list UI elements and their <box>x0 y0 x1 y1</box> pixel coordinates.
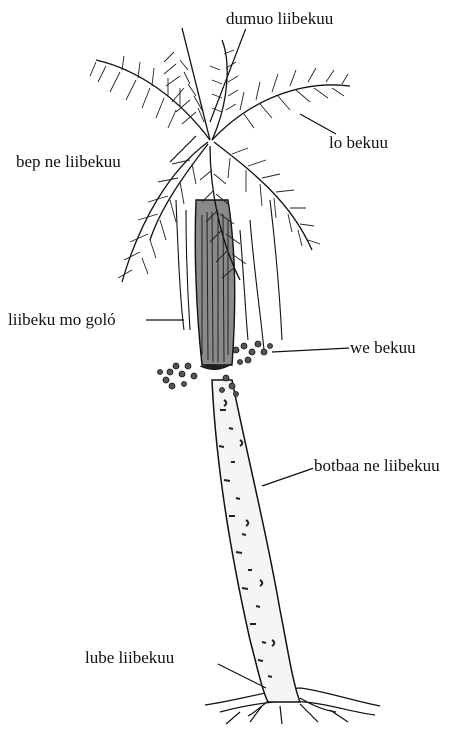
label-crown-top: dumuo liibekuu <box>225 9 334 29</box>
label-leaf: lo bekuu <box>328 133 389 153</box>
label-inflorescence: we bekuu <box>349 338 417 358</box>
leader-inflorescence <box>272 348 350 352</box>
label-leaf-base: bep ne liibekuu <box>15 152 122 172</box>
leader-leaf <box>300 114 336 134</box>
trunk <box>212 380 300 702</box>
label-root-base: lube liibekuu <box>84 648 175 668</box>
leader-leaf-base <box>170 136 196 162</box>
leader-trunk <box>262 468 314 486</box>
label-aerial-roots: liibeku mo goló <box>7 310 117 330</box>
label-trunk: botbaa ne liibekuu <box>313 456 441 476</box>
crown-shaft <box>195 200 234 365</box>
